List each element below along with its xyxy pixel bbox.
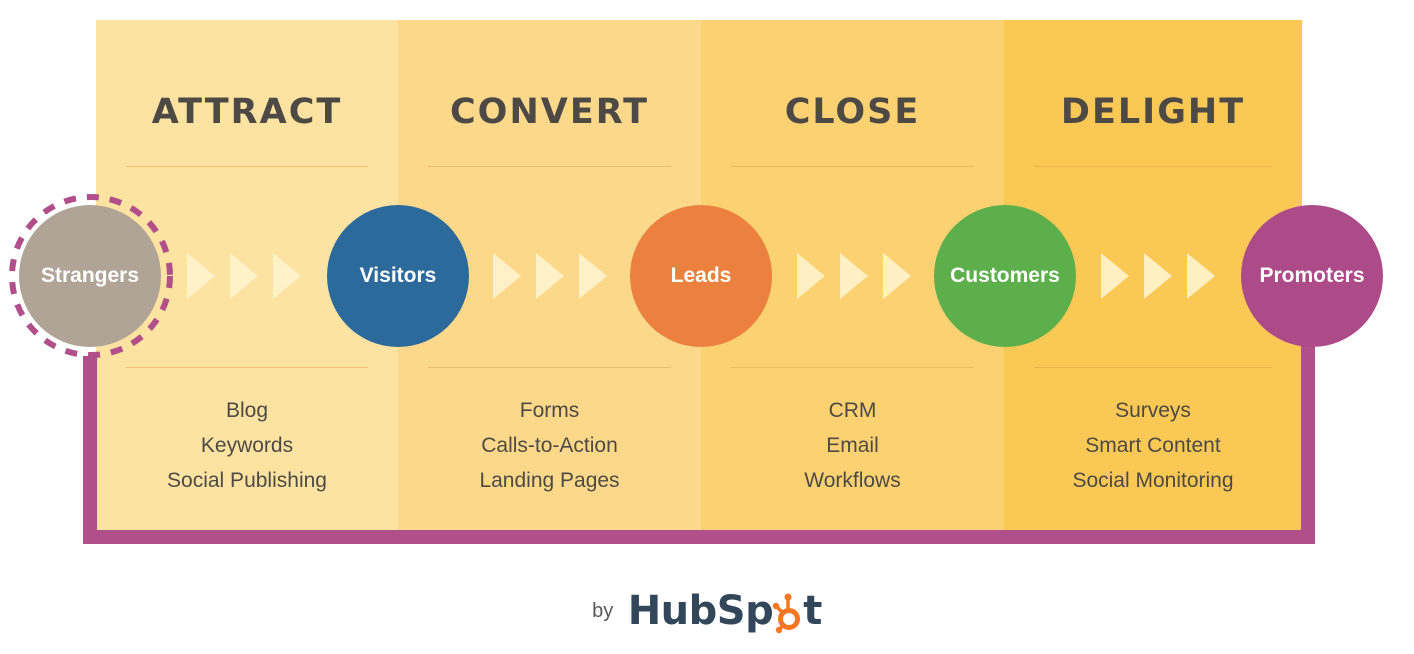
chevron-arrow-icon xyxy=(1144,253,1172,299)
tool-item: Smart Content xyxy=(1085,434,1221,457)
footer: by HubSp t xyxy=(0,588,1414,634)
divider xyxy=(126,166,368,167)
logo-text-end: t xyxy=(803,588,822,634)
loop-connector-right xyxy=(1301,340,1315,544)
tool-list-convert: Forms Calls-to-Action Landing Pages xyxy=(398,393,701,498)
by-label: by xyxy=(592,599,614,622)
tool-item: Landing Pages xyxy=(479,469,620,492)
tool-item: CRM xyxy=(828,399,877,422)
tool-list-close: CRM Email Workflows xyxy=(701,393,1004,498)
dashed-ring-icon xyxy=(9,194,173,358)
node-leads: Leads xyxy=(630,205,772,347)
logo-text-start: HubSp xyxy=(627,588,774,634)
tool-item: Forms xyxy=(519,399,580,422)
divider xyxy=(731,367,974,368)
stage-title-attract: ATTRACT xyxy=(151,92,343,132)
node-visitors: Visitors xyxy=(327,205,469,347)
divider xyxy=(1034,367,1272,368)
chevron-arrow-icon xyxy=(230,253,258,299)
tool-item: Email xyxy=(826,434,879,457)
chevron-arrow-icon xyxy=(579,253,607,299)
divider xyxy=(428,166,671,167)
tool-item: Social Monitoring xyxy=(1072,469,1234,492)
loop-connector-bottom xyxy=(83,530,1315,544)
tool-item: Workflows xyxy=(804,469,901,492)
loop-connector-left xyxy=(83,356,97,544)
tool-item: Blog xyxy=(225,399,269,422)
node-customers: Customers xyxy=(934,205,1076,347)
divider xyxy=(126,367,368,368)
divider xyxy=(1034,166,1272,167)
divider xyxy=(428,367,671,368)
hubspot-logo: HubSp t xyxy=(627,588,823,634)
divider xyxy=(731,166,974,167)
chevron-arrow-icon xyxy=(536,253,564,299)
tool-item: Social Publishing xyxy=(167,469,327,492)
tool-list-delight: Surveys Smart Content Social Monitoring xyxy=(1004,393,1302,498)
chevron-arrow-icon xyxy=(493,253,521,299)
chevron-arrow-icon xyxy=(797,253,825,299)
chevron-arrow-icon xyxy=(883,253,911,299)
tool-item: Calls-to-Action xyxy=(481,434,618,457)
node-strangers: Strangers xyxy=(19,205,161,347)
chevron-arrow-icon xyxy=(1187,253,1215,299)
stage-title-close: CLOSE xyxy=(784,92,921,132)
stage-title-convert: CONVERT xyxy=(450,92,649,132)
chevron-arrow-icon xyxy=(840,253,868,299)
hubspot-sprocket-icon xyxy=(773,593,801,634)
chevron-arrow-icon xyxy=(187,253,215,299)
tool-item: Keywords xyxy=(200,434,294,457)
tool-item: Surveys xyxy=(1115,399,1191,422)
chevron-arrow-icon xyxy=(273,253,301,299)
node-promoters: Promoters xyxy=(1241,205,1383,347)
chevron-arrow-icon xyxy=(1101,253,1129,299)
tool-list-attract: Blog Keywords Social Publishing xyxy=(96,393,398,498)
stage-title-delight: DELIGHT xyxy=(1060,92,1246,132)
